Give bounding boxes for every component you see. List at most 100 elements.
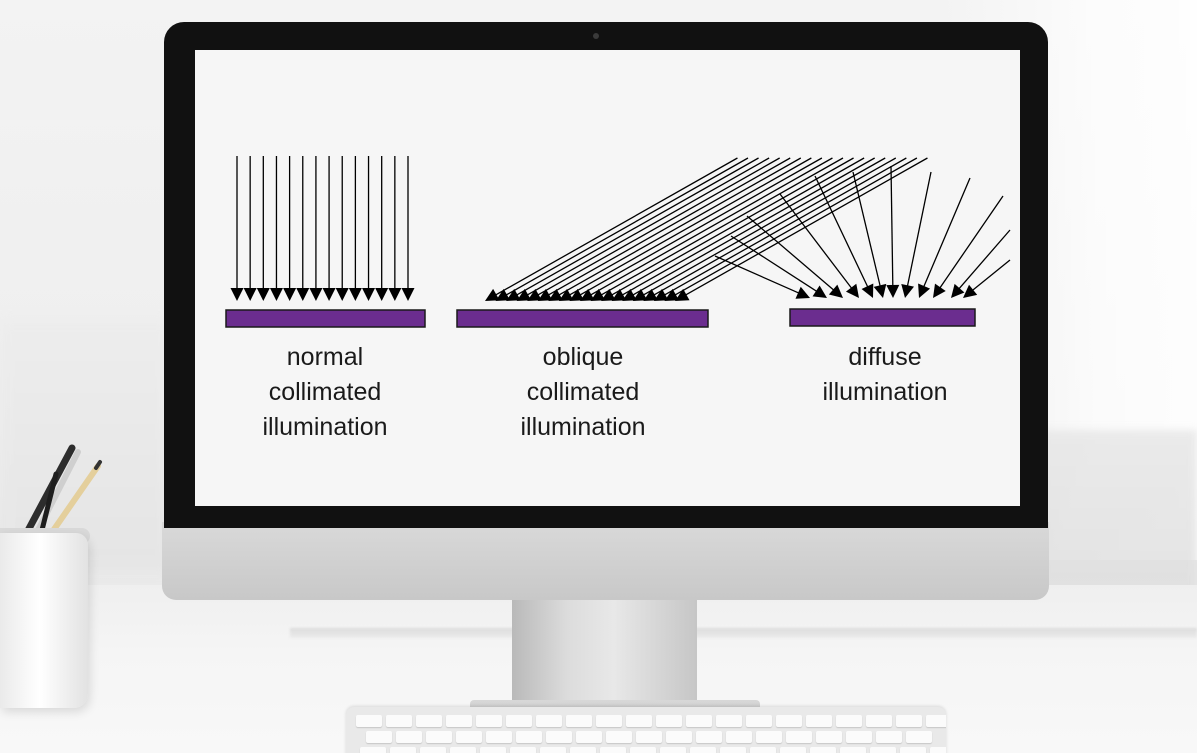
oblique-arrow-head <box>516 288 532 301</box>
oblique-arrow-head <box>485 288 500 301</box>
keyboard-key <box>690 747 716 753</box>
oblique-arrow-head <box>506 288 521 301</box>
oblique-arrow-head <box>495 288 511 301</box>
keyboard-key <box>566 715 592 727</box>
oblique-arrow-shaft <box>535 157 780 297</box>
diffuse-arrow-head <box>963 284 978 298</box>
keyboard-key <box>870 747 896 753</box>
monitor-chin <box>162 522 1049 600</box>
oblique-arrow-head <box>622 288 637 301</box>
diffuse-arrow-head <box>812 285 827 298</box>
keyboard-key <box>630 747 656 753</box>
monitor-stand <box>512 598 697 703</box>
keyboard-key <box>750 747 776 753</box>
keyboard-key <box>780 747 806 753</box>
diffuse-arrow-shaft <box>746 215 836 292</box>
caption-line: diffuse <box>848 343 922 371</box>
diffuse-arrow-head <box>873 283 887 298</box>
background-shelf <box>1040 430 1197 600</box>
keyboard-key <box>540 747 566 753</box>
normal-arrow-head <box>388 288 402 301</box>
diffuse-arrow-shaft <box>779 193 854 291</box>
keyboard-key <box>416 715 442 727</box>
keyboard-key <box>356 715 382 727</box>
keyboard-key <box>786 731 812 743</box>
illumination-diagram <box>225 156 1011 328</box>
keyboard-key <box>896 715 922 727</box>
keyboard-key <box>816 731 842 743</box>
diffuse-arrow-shaft <box>906 171 932 289</box>
keyboard-key <box>576 731 602 743</box>
keyboard-key <box>726 731 752 743</box>
oblique-arrow-head <box>611 288 627 301</box>
oblique-arrow-head <box>548 288 563 301</box>
keyboard-key <box>596 715 622 727</box>
keyboard-key <box>840 747 866 753</box>
normal-arrow-head <box>256 288 270 301</box>
keyboard-key <box>536 715 562 727</box>
normal-arrow-head <box>230 288 244 301</box>
normal-arrow-head <box>296 288 310 301</box>
oblique-arrow-shaft <box>503 157 749 297</box>
keyboard-key <box>600 747 626 753</box>
keyboard-key <box>476 715 502 727</box>
caption-diffuse: diffuse illumination <box>785 340 985 410</box>
keyboard-key <box>866 715 892 727</box>
oblique-illumination-arrows <box>485 157 928 301</box>
keyboard-key <box>746 715 772 727</box>
normal-arrow-head <box>348 288 362 301</box>
normal-arrow-head <box>335 288 349 301</box>
caption-line: normal <box>286 343 364 371</box>
desk-edge <box>290 628 1197 638</box>
oblique-arrow-shaft <box>493 157 738 297</box>
keyboard-key <box>926 715 946 727</box>
diffuse-arrow-shaft <box>970 259 1011 293</box>
oblique-arrow-head <box>558 288 574 301</box>
oblique-arrow-shaft <box>630 157 875 297</box>
keyboard-key <box>806 715 832 727</box>
keyboard-key <box>516 731 542 743</box>
normal-arrow-head <box>269 288 283 301</box>
caption-line: collimated <box>268 378 382 406</box>
oblique-arrow-shaft <box>598 157 844 297</box>
diffuse-arrow-shaft <box>890 165 894 289</box>
normal-arrow-head <box>375 288 389 301</box>
normal-arrow-head <box>401 288 415 301</box>
diffuse-arrow-shaft <box>814 175 870 290</box>
substrate-diffuse <box>789 308 976 327</box>
keyboard-key <box>366 731 392 743</box>
keyboard-key <box>486 731 512 743</box>
keyboard-row <box>366 731 932 743</box>
keyboard-key <box>660 747 686 753</box>
oblique-arrow-head <box>675 288 690 301</box>
keyboard-key <box>450 747 476 753</box>
caption-line: illumination <box>262 413 388 441</box>
oblique-arrow-head <box>537 288 553 301</box>
keyboard-key <box>606 731 632 743</box>
normal-arrow-head <box>309 288 323 301</box>
diffuse-arrow-shaft <box>730 235 819 294</box>
diffuse-arrow-head <box>933 283 946 298</box>
pens <box>5 444 102 543</box>
keyboard-key <box>456 731 482 743</box>
normal-arrow-head <box>322 288 336 301</box>
keyboard-key <box>906 731 932 743</box>
keyboard-key <box>420 747 446 753</box>
oblique-arrow-shaft <box>609 157 854 297</box>
keyboard-key <box>506 715 532 727</box>
keyboard-key <box>446 715 472 727</box>
substrate-oblique <box>456 309 709 328</box>
normal-arrow-head <box>243 288 257 301</box>
substrate-normal <box>225 309 426 328</box>
diffuse-arrow-shaft <box>957 229 1011 291</box>
keyboard-key <box>666 731 692 743</box>
normal-arrow-head <box>283 288 297 301</box>
oblique-arrow-head <box>601 288 616 301</box>
oblique-arrow-head <box>527 288 542 301</box>
oblique-arrow-shaft <box>525 157 770 297</box>
oblique-arrow-shaft <box>546 157 791 297</box>
diffuse-arrow-shaft <box>852 171 882 289</box>
diffuse-arrow-head <box>861 283 874 298</box>
pen-cup <box>0 533 88 708</box>
